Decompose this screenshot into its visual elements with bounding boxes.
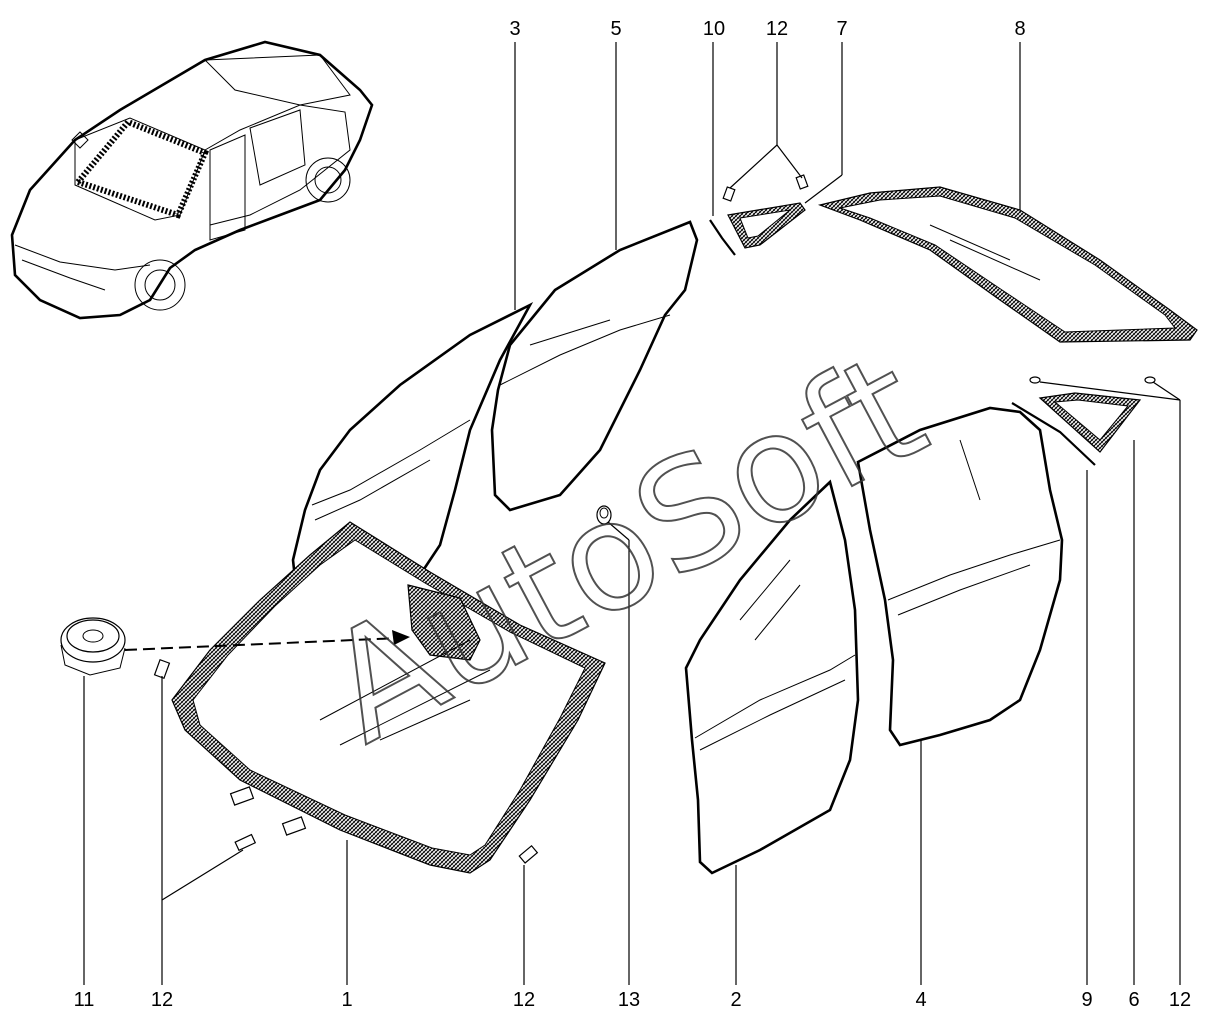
- callout-4: 4: [915, 989, 926, 1011]
- callout-8: 8: [1014, 18, 1025, 40]
- sensor-arrow-head: [392, 630, 410, 645]
- part-10-seal-strip: [709, 219, 736, 256]
- part-5-rear-door-glass: [490, 220, 699, 512]
- callout-12-left: 12: [151, 989, 173, 1011]
- callout-10: 10: [703, 18, 725, 40]
- callout-12-mid: 12: [513, 989, 535, 1011]
- part-1-windshield: [171, 521, 606, 874]
- part-12-spacers: [153, 659, 539, 864]
- leader-lines: [83, 42, 1181, 985]
- sensor-arrow: [124, 637, 401, 651]
- callout-7: 7: [836, 18, 847, 40]
- car-overview-illustration: [10, 40, 374, 320]
- part-2-front-right-door-glass: [684, 479, 860, 875]
- callout-6: 6: [1128, 989, 1139, 1011]
- part-9-seal-strip: [1011, 402, 1096, 466]
- part-7-left-quarter-glass: [722, 174, 809, 249]
- callout-12-right: 12: [1169, 989, 1191, 1011]
- part-6-right-quarter-glass: [1029, 376, 1156, 453]
- part-4-rear-right-door-glass: [856, 406, 1064, 747]
- part-13-mirror-mount: [596, 505, 612, 525]
- callout-1: 1: [341, 989, 352, 1011]
- callout-3: 3: [509, 18, 520, 40]
- callout-11: 11: [74, 989, 95, 1011]
- callout-labels: 3 5 10 12 7 8 11 12 1 12 13 2 4 9 6 12: [74, 18, 1192, 1011]
- callout-5: 5: [610, 18, 621, 40]
- callout-2: 2: [730, 989, 741, 1011]
- callout-9: 9: [1081, 989, 1092, 1011]
- callout-13: 13: [618, 989, 640, 1011]
- part-8-rear-window: [817, 186, 1198, 343]
- callout-12-top: 12: [766, 18, 788, 40]
- part-11-rain-sensor: [60, 617, 126, 676]
